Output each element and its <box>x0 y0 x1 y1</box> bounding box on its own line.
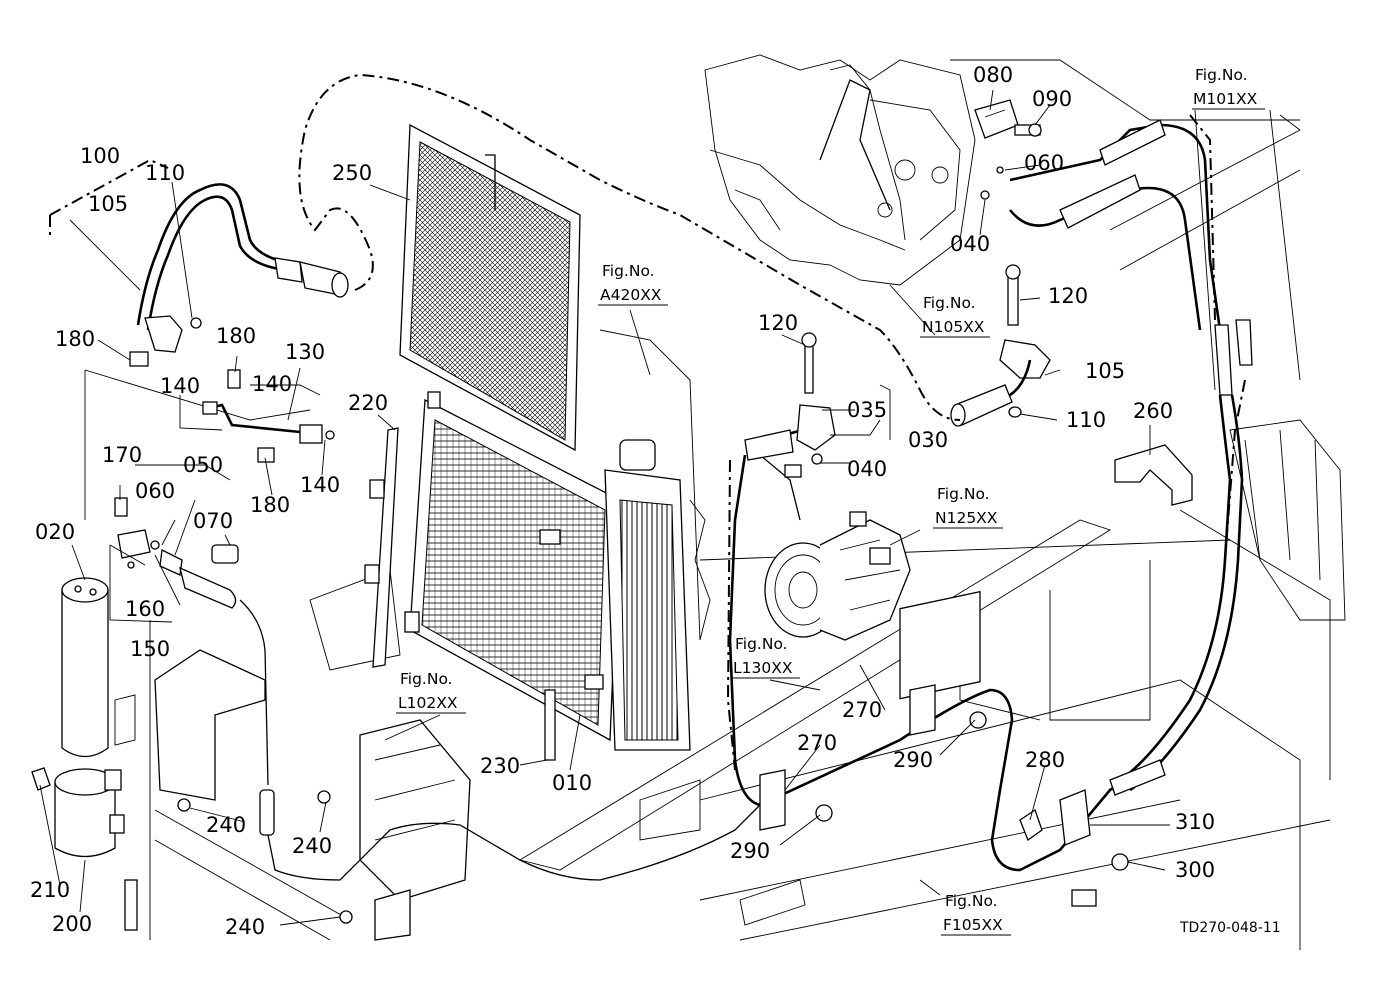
fig-ref-prefix: Fig.No. <box>1195 66 1248 84</box>
fig-ref-n105xx[interactable]: Fig.No. N105XX <box>920 294 990 338</box>
fig-ref-l130xx[interactable]: Fig.No. L130XX <box>731 635 800 679</box>
condenser-010 <box>404 391 621 761</box>
fig-ref-prefix: Fig.No. <box>923 294 976 312</box>
fig-ref-prefix: Fig.No. <box>602 262 655 280</box>
callout-050: 050 <box>183 453 223 477</box>
callout-250: 250 <box>332 161 372 185</box>
fig-ref-prefix: Fig.No. <box>937 485 990 503</box>
lower-discharge-hoses <box>177 454 1166 924</box>
ac-compressor <box>759 454 911 641</box>
callout-040: 040 <box>950 232 990 256</box>
upper-right-hoses <box>1008 119 1253 792</box>
callout-180: 180 <box>216 324 256 348</box>
fig-ref-f105xx[interactable]: Fig.No. F105XX <box>941 892 1011 936</box>
callout-090: 090 <box>1032 87 1072 111</box>
stopper-260 <box>1114 444 1193 506</box>
callout-060: 060 <box>1024 151 1064 175</box>
fig-ref-prefix: Fig.No. <box>400 670 453 688</box>
callout-290: 290 <box>730 839 770 863</box>
callout-270: 270 <box>842 698 882 722</box>
callout-280: 280 <box>1025 748 1065 772</box>
fig-ref-m101xx[interactable]: Fig.No. M101XX <box>1192 66 1265 110</box>
callout-105: 105 <box>88 192 128 216</box>
fig-ref-l102xx[interactable]: Fig.No. L102XX <box>396 670 466 714</box>
callout-260: 260 <box>1133 399 1173 423</box>
callout-080: 080 <box>973 63 1013 87</box>
callout-120: 120 <box>758 311 798 335</box>
bracket-220 <box>364 427 399 668</box>
callout-100: 100 <box>80 144 120 168</box>
callout-140: 140 <box>300 473 340 497</box>
callout-130: 130 <box>285 340 325 364</box>
pipe-130 <box>202 369 335 463</box>
receiver-drier-020 <box>61 577 109 758</box>
engine-frame-outline <box>704 54 1301 391</box>
callout-300: 300 <box>1175 858 1215 882</box>
callout-105: 105 <box>1085 359 1125 383</box>
chassis-frame <box>518 419 1346 950</box>
assembly-dashed-lines <box>49 73 1246 771</box>
callout-010: 010 <box>552 771 592 795</box>
callout-170: 170 <box>102 443 142 467</box>
fig-ref-code[interactable]: N105XX <box>922 318 985 336</box>
hose-105-right <box>950 264 1051 427</box>
fig-ref-n125xx[interactable]: Fig.No. N125XX <box>933 485 1003 529</box>
callout-150: 150 <box>130 637 170 661</box>
fig-ref-code[interactable]: F105XX <box>943 916 1003 934</box>
callout-210: 210 <box>30 878 70 902</box>
callout-035: 035 <box>847 398 887 422</box>
callout-120: 120 <box>1048 284 1088 308</box>
fig-ref-prefix: Fig.No. <box>735 635 788 653</box>
callout-220: 220 <box>348 391 388 415</box>
callout-180: 180 <box>55 327 95 351</box>
callout-290: 290 <box>893 748 933 772</box>
callout-160: 160 <box>125 597 165 621</box>
drier-holder-200 <box>31 767 125 858</box>
fitting-050-assembly <box>114 497 269 786</box>
figure-references: Fig.No. M101XX Fig.No. A420XX Fig.No. N1… <box>396 66 1265 936</box>
bracket-080 <box>974 99 1042 200</box>
fig-ref-code[interactable]: N125XX <box>935 509 998 527</box>
drawing-code: TD270-048-11 <box>1179 920 1281 936</box>
leader-lines <box>39 89 1301 926</box>
fig-ref-code[interactable]: L130XX <box>733 659 793 677</box>
radiator <box>599 329 711 751</box>
fig-ref-code[interactable]: M101XX <box>1193 90 1258 108</box>
callout-200: 200 <box>52 912 92 936</box>
fig-ref-code[interactable]: L102XX <box>398 694 458 712</box>
callout-270: 270 <box>797 731 837 755</box>
hose-105-assembly <box>129 183 349 367</box>
callout-140: 140 <box>160 374 200 398</box>
callout-110: 110 <box>145 161 185 185</box>
callout-230: 230 <box>480 754 520 778</box>
callout-180: 180 <box>250 493 290 517</box>
fig-ref-a420xx[interactable]: Fig.No. A420XX <box>598 262 668 306</box>
callout-240: 240 <box>206 813 246 837</box>
callout-240: 240 <box>225 915 265 939</box>
callout-240: 240 <box>292 834 332 858</box>
left-frame <box>84 369 471 941</box>
callout-030: 030 <box>908 428 948 452</box>
fig-ref-prefix: Fig.No. <box>945 892 998 910</box>
fig-ref-code[interactable]: A420XX <box>600 286 662 304</box>
condenser-screen-250 <box>399 123 581 452</box>
callout-labels: 100 105 110 180 180 130 140 140 180 140 … <box>30 63 1215 939</box>
callout-110: 110 <box>1066 408 1106 432</box>
callout-060: 060 <box>135 479 175 503</box>
callout-040: 040 <box>847 457 887 481</box>
hose-030-assembly <box>744 332 836 465</box>
callout-310: 310 <box>1175 810 1215 834</box>
callout-070: 070 <box>193 509 233 533</box>
callout-020: 020 <box>35 520 75 544</box>
callout-140: 140 <box>252 372 292 396</box>
